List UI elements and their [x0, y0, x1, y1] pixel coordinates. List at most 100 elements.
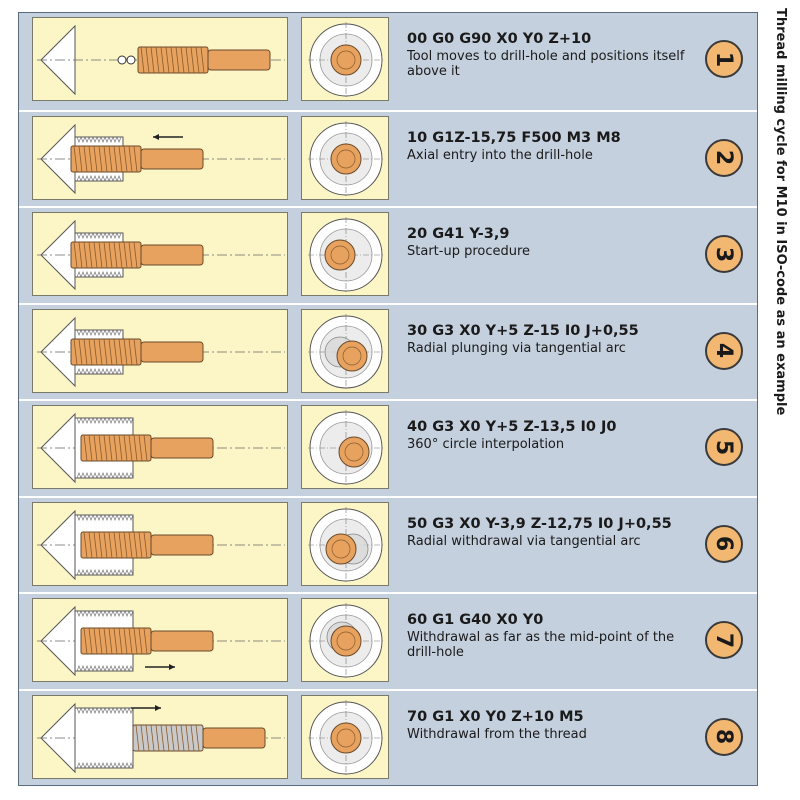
tool-shank	[150, 437, 214, 459]
tool-top-inner	[342, 346, 362, 365]
tool-shank	[202, 727, 266, 748]
step-description: Radial plunging via tangential arc	[407, 340, 626, 356]
step-number-badge: 1	[705, 40, 743, 78]
top-view-diagram	[301, 598, 389, 682]
side-view-svg	[37, 605, 285, 677]
side-view-svg	[37, 123, 285, 194]
tool-top-inner	[330, 245, 350, 265]
step-code: 70 G1 X0 Y0 Z+10 M5	[407, 708, 584, 725]
side-view-svg	[37, 219, 285, 291]
diagram-title-text: Thread milling cycle for M10 in ISO-code…	[773, 8, 788, 416]
top-view-diagram	[301, 501, 389, 586]
side-view-diagram	[32, 115, 288, 200]
step-number: 7	[711, 632, 737, 648]
step-number-badge: 5	[705, 428, 743, 466]
tool-top-inner	[331, 539, 351, 558]
step-number: 8	[711, 728, 737, 745]
tool-top-view	[324, 239, 356, 271]
tool-top-view	[330, 44, 362, 76]
tool-shank	[140, 148, 204, 169]
step-code: 60 G1 G40 X0 Y0	[407, 612, 544, 628]
thread-teeth	[76, 417, 134, 479]
top-view-svg	[308, 217, 384, 293]
tool-shank	[150, 534, 214, 555]
side-view-svg	[37, 412, 285, 484]
thread-teeth	[76, 514, 134, 575]
position-marker	[126, 55, 136, 65]
top-view-diagram	[301, 17, 389, 101]
side-view-diagram	[32, 694, 288, 779]
step-number-badge: 3	[705, 235, 743, 273]
top-view-svg	[308, 699, 384, 776]
step-code: 20 G41 Y-3,9	[407, 226, 510, 242]
tool-top-view	[325, 533, 357, 564]
step-code: 30 G3 X0 Y+5 Z-15 I0 J+0,55	[407, 322, 639, 339]
top-view-svg	[308, 410, 384, 486]
tool-top-inner	[336, 728, 356, 747]
step-number-badge: 8	[705, 717, 743, 756]
thread-teeth	[76, 232, 122, 278]
step-number: 3	[711, 246, 737, 262]
side-view-diagram	[32, 212, 288, 296]
step-number-badge: 4	[705, 331, 743, 370]
tool-shank	[150, 630, 214, 652]
tool-top-inner	[336, 631, 356, 651]
tool-cutter-teeth	[73, 338, 138, 365]
tool-top-view	[330, 625, 362, 657]
tool-top-view	[338, 436, 370, 468]
motion-arrowhead	[155, 704, 161, 711]
thread-teeth	[76, 707, 134, 768]
side-view-diagram	[32, 308, 288, 393]
top-view-diagram	[301, 115, 389, 200]
tool-cutter-teeth	[83, 434, 148, 462]
tool-cutter-teeth	[73, 241, 138, 269]
step-code: 00 G0 G90 X0 Y0 Z+10	[407, 31, 592, 47]
top-view-diagram	[301, 308, 389, 393]
step-description: Withdrawal as far as the mid-point of th…	[407, 630, 675, 660]
side-view-diagram	[32, 17, 288, 101]
step-code: 50 G3 X0 Y-3,9 Z-12,75 I0 J+0,55	[407, 515, 672, 532]
side-view-diagram	[32, 501, 288, 586]
step-description: Tool moves to drill-hole and positions i…	[407, 49, 685, 79]
top-view-svg	[308, 603, 384, 679]
tool-cutter-teeth	[140, 46, 205, 74]
tool-shank	[140, 341, 204, 362]
step-number-badge: 2	[705, 138, 743, 177]
side-view-svg	[37, 702, 285, 773]
thread-teeth	[76, 136, 122, 181]
step-description: Withdrawal from the thread	[407, 726, 587, 742]
top-view-diagram	[301, 405, 389, 489]
tool-top-view	[330, 143, 362, 174]
step-description: Axial entry into the drill-hole	[407, 147, 593, 163]
side-view-svg	[37, 509, 285, 580]
thread-teeth	[76, 610, 134, 672]
tool-cutter-teeth	[83, 531, 148, 558]
step-number: 4	[711, 342, 737, 359]
top-view-diagram	[301, 694, 389, 779]
tool-shank	[140, 244, 204, 266]
side-view-svg	[37, 316, 285, 387]
motion-arrowhead	[153, 133, 159, 140]
step-row: 60 G1 G40 X0 Y0 Withdrawal as far as the …	[19, 592, 757, 690]
step-text: 60 G1 G40 X0 Y0 Withdrawal as far as the …	[407, 612, 697, 660]
step-number-badge: 6	[705, 524, 743, 563]
step-number: 1	[711, 51, 737, 67]
position-marker	[117, 55, 127, 65]
tool-shank	[207, 49, 271, 71]
top-view-svg	[308, 120, 384, 197]
tool-cutter-teeth	[83, 627, 148, 655]
step-description: 360° circle interpolation	[407, 437, 565, 452]
step-number-badge: 7	[705, 621, 743, 659]
